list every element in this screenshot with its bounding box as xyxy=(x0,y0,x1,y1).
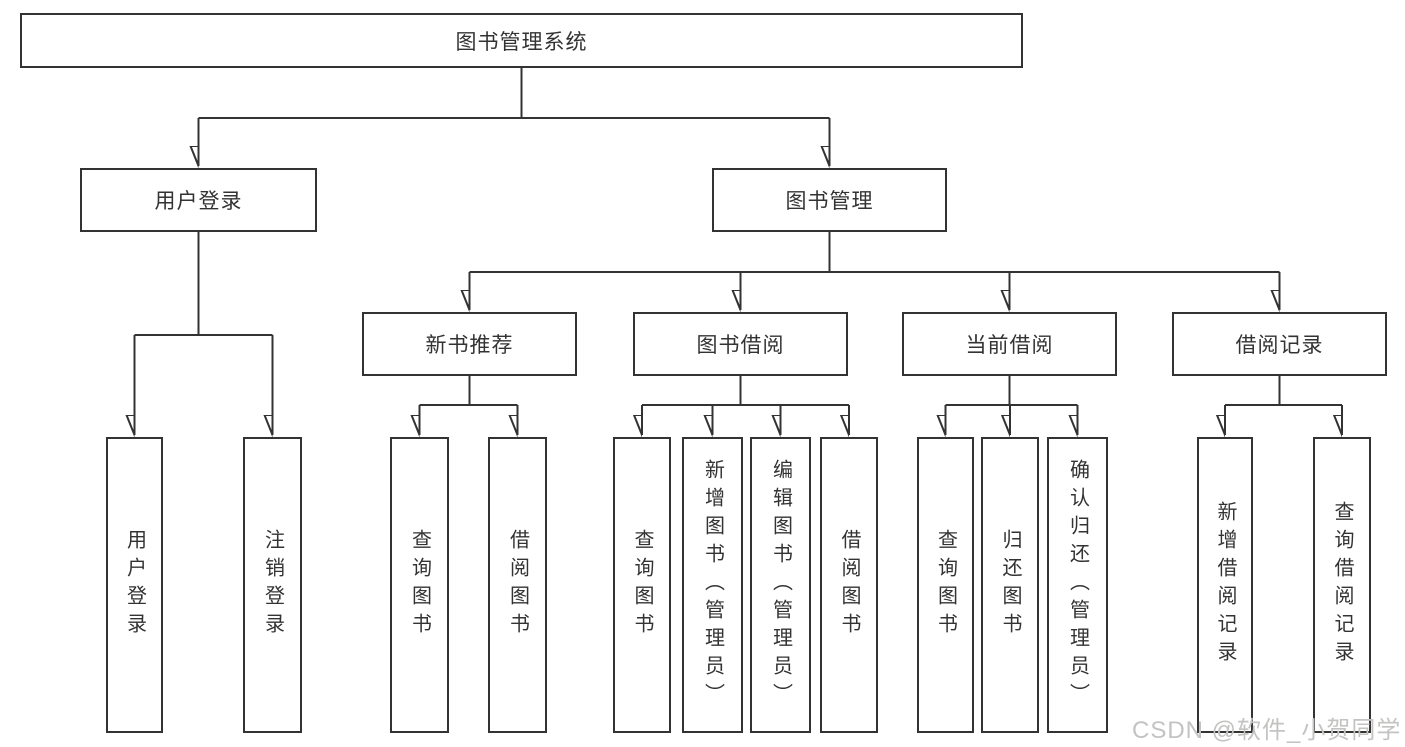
node-leaf-cb-query-book: 查询图书 xyxy=(917,437,974,733)
node-leaf-rec-borrow-book: 借阅图书 xyxy=(488,437,547,733)
node-leaf-bb-add-book: 新增图书（管理员） xyxy=(682,437,743,733)
node-leaf-logout: 注销登录 xyxy=(243,437,302,733)
node-leaf-cb-return-book: 归还图书 xyxy=(981,437,1039,733)
node-leaf-br-query-record: 查询借阅记录 xyxy=(1313,437,1371,733)
node-leaf-bb-query-book: 查询图书 xyxy=(613,437,671,733)
node-book-mgmt: 图书管理 xyxy=(712,168,947,232)
node-leaf-bb-edit-book: 编辑图书（管理员） xyxy=(750,437,811,733)
node-leaf-br-add-record: 新增借阅记录 xyxy=(1197,437,1253,733)
node-leaf-bb-borrow-book: 借阅图书 xyxy=(820,437,878,733)
node-new-book-rec: 新书推荐 xyxy=(362,312,577,376)
node-book-borrow: 图书借阅 xyxy=(633,312,848,376)
node-leaf-rec-query-book: 查询图书 xyxy=(390,437,449,733)
node-root: 图书管理系统 xyxy=(20,13,1023,68)
node-user-login: 用户登录 xyxy=(80,168,317,232)
node-current-borrow: 当前借阅 xyxy=(902,312,1117,376)
watermark-text: CSDN @软件_小贺同学 xyxy=(1132,717,1402,744)
node-leaf-cb-confirm-return: 确认归还（管理员） xyxy=(1047,437,1108,733)
node-leaf-user-login: 用户登录 xyxy=(106,437,163,733)
node-borrow-record: 借阅记录 xyxy=(1172,312,1387,376)
